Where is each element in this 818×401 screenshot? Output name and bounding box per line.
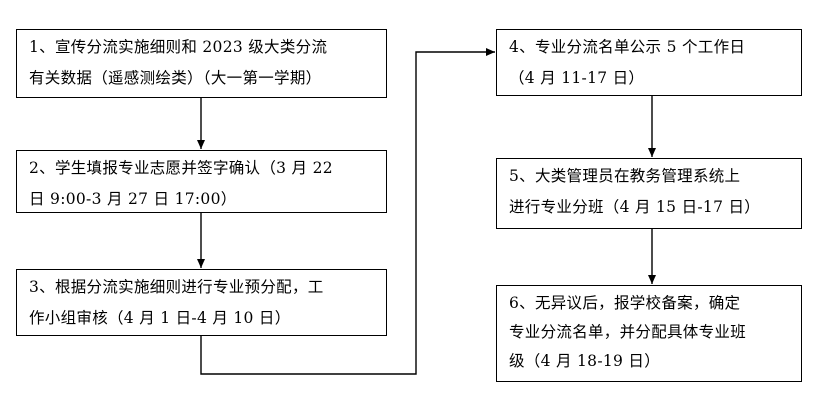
step-1-line-2: 有关数据（遥感测绘类）（大一第一学期）: [29, 69, 322, 87]
step-5-line-1: 5、大类管理员在教务管理系统上: [509, 167, 741, 185]
step-4-line-2: （4 月 11-17 日）: [509, 69, 645, 87]
step-1-box: 1、宣传分流实施细则和 2023 级大类分流 有关数据（遥感测绘类）（大一第一学…: [16, 29, 387, 98]
step-1-line-1: 1、宣传分流实施细则和 2023 级大类分流: [29, 38, 328, 56]
step-4-box: 4、专业分流名单公示 5 个工作日 （4 月 11-17 日）: [496, 29, 802, 96]
step-5-box: 5、大类管理员在教务管理系统上 进行专业分班（4 月 15 日-17 日）: [496, 158, 802, 229]
step-2-line-1: 2、学生填报专业志愿并签字确认（3 月 22: [29, 159, 333, 177]
step-3-box: 3、根据分流实施细则进行专业预分配，工 作小组审核（4 月 1 日-4 月 10…: [16, 269, 387, 336]
step-2-box: 2、学生填报专业志愿并签字确认（3 月 22 日 9:00-3 月 27 日 1…: [16, 150, 387, 213]
step-4-line-1: 4、专业分流名单公示 5 个工作日: [509, 38, 746, 56]
arrow-3-to-4: [200, 48, 495, 375]
step-3-line-1: 3、根据分流实施细则进行专业预分配，工: [29, 278, 324, 296]
step-2-line-2: 日 9:00-3 月 27 日 17:00）: [29, 190, 237, 208]
step-6-line-1: 6、无异议后，报学校备案，确定: [509, 294, 741, 312]
step-5-line-2: 进行专业分班（4 月 15 日-17 日）: [509, 198, 761, 216]
step-6-line-2: 专业分流名单，并分配具体专业班: [509, 323, 747, 341]
step-6-box: 6、无异议后，报学校备案，确定 专业分流名单，并分配具体专业班 级（4 月 18…: [496, 285, 802, 382]
step-6-line-3: 级（4 月 18-19 日）: [509, 352, 661, 370]
step-3-line-2: 作小组审核（4 月 1 日-4 月 10 日）: [29, 309, 291, 327]
